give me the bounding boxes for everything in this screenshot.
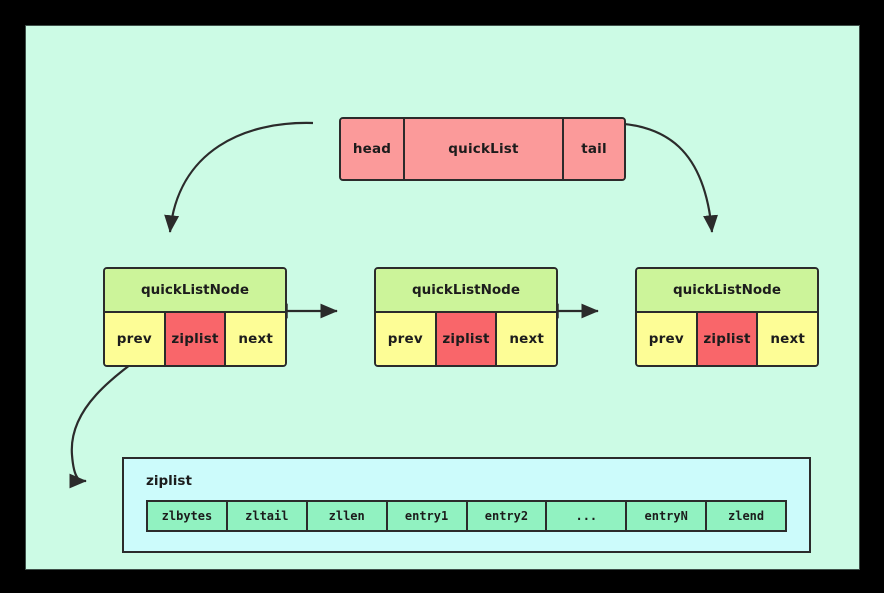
quicklist-tail-cell[interactable]: tail (562, 119, 624, 179)
ziplist-panel-title: ziplist (146, 473, 192, 489)
quicklistnode-2-ziplist[interactable]: ziplist (434, 313, 498, 365)
diagram-canvas: head quickList tail quickListNode prev z… (25, 25, 860, 570)
ziplist-cell-row: zlbytes zltail zllen entry1 entry2 ... e… (146, 500, 787, 532)
ziplist-cell-entry2[interactable]: entry2 (465, 502, 546, 530)
ziplist-cell-ellipsis[interactable]: ... (545, 502, 626, 530)
ziplist-cell-entryn[interactable]: entryN (625, 502, 706, 530)
ziplist-detail-panel: ziplist zlbytes zltail zllen entry1 entr… (122, 457, 811, 553)
quicklistnode-1-fields: prev ziplist next (105, 313, 285, 365)
quicklistnode-1[interactable]: quickListNode prev ziplist next (103, 267, 287, 367)
quicklistnode-2-prev[interactable]: prev (376, 313, 435, 365)
quicklist-name-cell[interactable]: quickList (403, 119, 562, 179)
ziplist-cell-entry1[interactable]: entry1 (385, 502, 466, 530)
quicklistnode-3-fields: prev ziplist next (637, 313, 817, 365)
ziplist-cell-zltail[interactable]: zltail (225, 502, 306, 530)
quicklistnode-1-next[interactable]: next (226, 313, 285, 365)
edge-head-to-node1 (164, 121, 314, 233)
quicklistnode-2-fields: prev ziplist next (376, 313, 556, 365)
ziplist-cell-zllen[interactable]: zllen (305, 502, 386, 530)
quicklistnode-3-ziplist[interactable]: ziplist (695, 313, 759, 365)
quicklistnode-2-next[interactable]: next (497, 313, 556, 365)
quicklistnode-3-title: quickListNode (637, 269, 817, 313)
quicklistnode-1-title: quickListNode (105, 269, 285, 313)
quicklistnode-3-next[interactable]: next (758, 313, 817, 365)
quicklistnode-1-ziplist[interactable]: ziplist (163, 313, 227, 365)
ziplist-cell-zlend[interactable]: zlend (705, 502, 785, 530)
quicklist-head-cell[interactable]: head (341, 119, 403, 179)
quicklistnode-2-title: quickListNode (376, 269, 556, 313)
quicklistnode-3-prev[interactable]: prev (637, 313, 696, 365)
quicklistnode-1-prev[interactable]: prev (105, 313, 164, 365)
quicklistnode-3[interactable]: quickListNode prev ziplist next (635, 267, 819, 367)
ziplist-cell-zlbytes[interactable]: zlbytes (148, 502, 226, 530)
quicklistnode-2[interactable]: quickListNode prev ziplist next (374, 267, 558, 367)
quicklist-box[interactable]: head quickList tail (339, 117, 626, 181)
